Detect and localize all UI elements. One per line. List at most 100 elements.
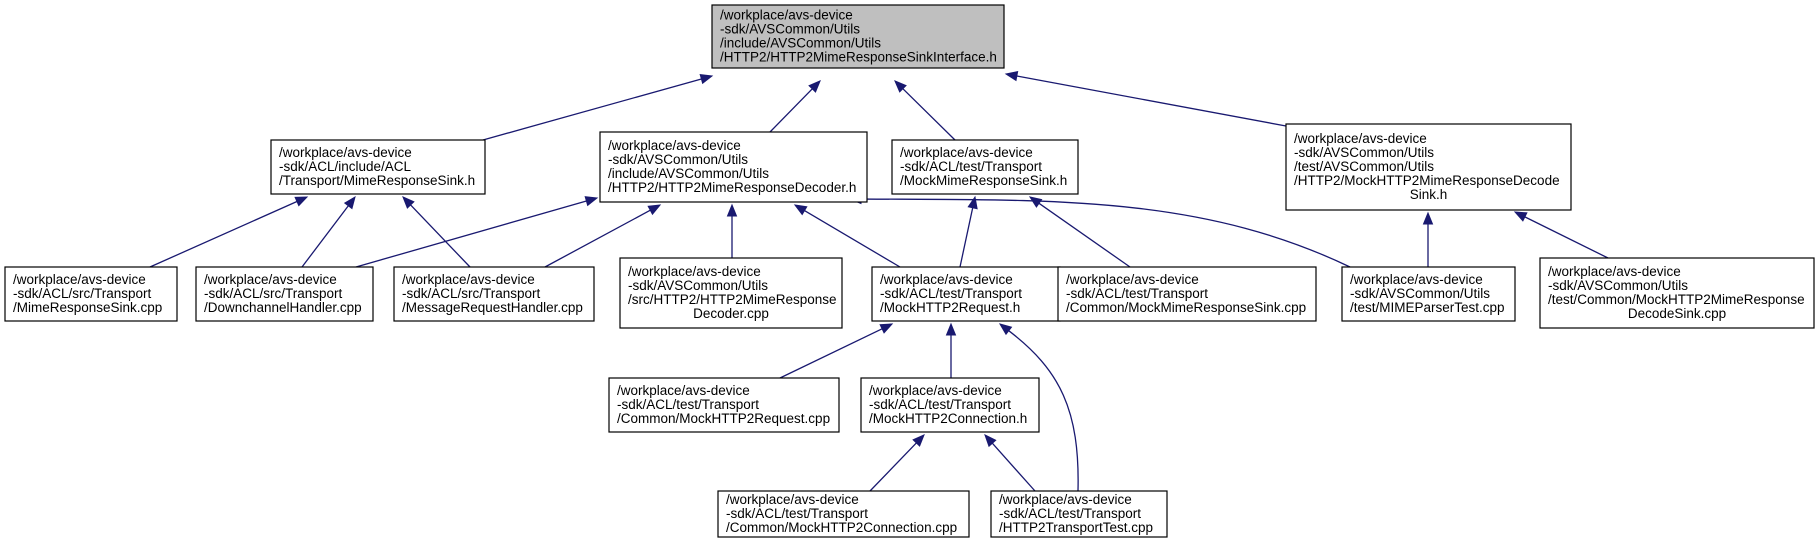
node-box <box>1539 257 1815 329</box>
edge-line <box>769 88 813 133</box>
arrowhead <box>1004 70 1019 82</box>
node-mock-req-h[interactable]: /workplace/avs-device-sdk/ACL/test/Trans… <box>871 266 1061 322</box>
arrowhead <box>402 196 415 209</box>
nodes-layer: /workplace/avs-device-sdk/AVSCommon/Util… <box>4 4 1815 538</box>
node-box <box>871 266 1061 322</box>
node-label-line: DecodeSink.cpp <box>1628 306 1726 321</box>
node-box <box>608 377 840 433</box>
node-label-line: -sdk/AVSCommon/Utils <box>1294 145 1434 160</box>
node-label-line: /test/AVSCommon/Utils <box>1294 159 1434 174</box>
node-label-line: /Common/MockMimeResponseSink.cpp <box>1066 300 1306 315</box>
node-label-line: -sdk/ACL/test/Transport <box>726 506 868 521</box>
node-downchannel-cpp[interactable]: /workplace/avs-device-sdk/ACL/src/Transp… <box>195 266 374 322</box>
node-mimeparser-test-cpp[interactable]: /workplace/avs-device-sdk/AVSCommon/Util… <box>1341 266 1516 322</box>
node-label-line: -sdk/ACL/test/Transport <box>617 397 759 412</box>
edge-mime-sink-h-to-root <box>482 74 714 141</box>
node-label-line: -sdk/AVSCommon/Utils <box>720 22 860 37</box>
edge-line <box>482 78 702 141</box>
edge-common-mock-conn-cpp-to-mock-conn-h <box>869 434 925 492</box>
node-common-mock-mime-cpp[interactable]: /workplace/avs-device-sdk/ACL/test/Trans… <box>1057 266 1317 322</box>
node-box <box>195 266 374 322</box>
edge-line <box>779 328 883 379</box>
node-label-line: /HTTP2/HTTP2MimeResponseSinkInterface.h <box>720 50 997 65</box>
edge-mock-conn-h-to-mock-req-h <box>945 322 957 378</box>
arrowhead <box>894 80 907 93</box>
node-label-line: /workplace/avs-device <box>720 8 853 23</box>
node-mime-sink-h[interactable]: /workplace/avs-device-sdk/ACL/include/AC… <box>270 139 486 195</box>
node-label-line: /HTTP2/HTTP2MimeResponseDecoder.h <box>608 180 856 195</box>
node-label-line: /src/HTTP2/HTTP2MimeResponse <box>628 292 837 307</box>
node-label-line: /test/Common/MockHTTP2MimeResponse <box>1548 292 1805 307</box>
node-label-line: /MockHTTP2Connection.h <box>869 411 1027 426</box>
edge-line <box>902 88 956 141</box>
edge-line <box>869 442 917 492</box>
node-label-line: /workplace/avs-device <box>608 138 741 153</box>
edge-mimeparser-test-cpp-to-decoder-h <box>848 193 1351 268</box>
node-label-line: /workplace/avs-device <box>1548 264 1681 279</box>
node-label-line: -sdk/AVSCommon/Utils <box>608 152 748 167</box>
node-box <box>860 377 1040 433</box>
edge-line <box>804 210 901 268</box>
node-common-mock-req-cpp[interactable]: /workplace/avs-device-sdk/ACL/test/Trans… <box>608 377 840 433</box>
arrowhead <box>343 195 356 210</box>
node-label-line: Sink.h <box>1410 187 1448 202</box>
edge-line <box>1008 330 1079 492</box>
arrowhead <box>945 322 957 336</box>
node-label-line: -sdk/ACL/test/Transport <box>880 286 1022 301</box>
node-label-line: -sdk/ACL/src/Transport <box>13 286 152 301</box>
arrowhead <box>912 434 925 447</box>
node-label-line: Decoder.cpp <box>693 306 769 321</box>
node-mock-conn-h[interactable]: /workplace/avs-device-sdk/ACL/test/Trans… <box>860 377 1040 433</box>
node-label-line: /workplace/avs-device <box>999 492 1132 507</box>
node-common-mock-conn-cpp[interactable]: /workplace/avs-device-sdk/ACL/test/Trans… <box>717 490 970 538</box>
edge-line <box>860 198 1351 268</box>
node-label-line: /workplace/avs-device <box>726 492 859 507</box>
edge-mime-sink-cpp-to-mime-sink-h <box>149 196 309 268</box>
node-label-line: /HTTP2/MockHTTP2MimeResponseDecode <box>1294 173 1560 188</box>
node-label-line: /workplace/avs-device <box>279 145 412 160</box>
edge-mock-decode-sink-h-to-root <box>1004 70 1287 127</box>
node-mock-decode-sink-h[interactable]: /workplace/avs-device-sdk/AVSCommon/Util… <box>1285 123 1572 211</box>
edge-mimeparser-test-cpp-to-mock-decode-sink-h <box>1422 211 1434 267</box>
edge-line <box>991 442 1036 492</box>
edge-common-mock-mime-cpp-to-mock-mime-sink-h <box>1028 196 1131 268</box>
node-label-line: /Common/MockHTTP2Request.cpp <box>617 411 830 426</box>
node-decoder-cpp[interactable]: /workplace/avs-device-sdk/AVSCommon/Util… <box>619 257 843 329</box>
arrowhead <box>647 204 662 216</box>
edge-mock-req-h-to-mock-mime-sink-h <box>959 195 978 268</box>
edge-decoder-cpp-to-decoder-h <box>726 203 738 258</box>
node-label-line: -sdk/ACL/test/Transport <box>869 397 1011 412</box>
node-label-line: -sdk/AVSCommon/Utils <box>1350 286 1490 301</box>
node-box <box>711 4 1005 69</box>
node-decoder-h[interactable]: /workplace/avs-device-sdk/AVSCommon/Util… <box>599 131 868 203</box>
node-common-mock-decode-cpp[interactable]: /workplace/avs-device-sdk/AVSCommon/Util… <box>1539 257 1815 329</box>
arrowhead <box>793 204 808 216</box>
edge-line <box>301 205 349 268</box>
node-box <box>270 139 486 195</box>
node-label-line: /workplace/avs-device <box>880 272 1013 287</box>
node-box <box>1285 123 1572 211</box>
node-mime-sink-cpp[interactable]: /workplace/avs-device-sdk/ACL/src/Transp… <box>4 266 178 322</box>
node-transport-test-cpp[interactable]: /workplace/avs-device-sdk/ACL/test/Trans… <box>990 490 1168 538</box>
node-label-line: /Transport/MimeResponseSink.h <box>279 173 475 188</box>
node-label-line: /MessageRequestHandler.cpp <box>402 300 583 315</box>
node-label-line: /MimeResponseSink.cpp <box>13 300 162 315</box>
node-box <box>393 266 595 322</box>
edge-downchannel-cpp-to-decoder-h <box>355 196 599 268</box>
node-root: /workplace/avs-device-sdk/AVSCommon/Util… <box>711 4 1005 69</box>
node-label-line: -sdk/AVSCommon/Utils <box>628 278 768 293</box>
arrowhead <box>1422 211 1434 225</box>
node-box <box>717 490 970 538</box>
node-label-line: /workplace/avs-device <box>900 145 1033 160</box>
edge-line <box>959 207 974 268</box>
node-label-line: /Common/MockHTTP2Connection.cpp <box>726 520 957 535</box>
edge-transport-test-cpp-to-mock-req-h <box>998 323 1079 492</box>
node-msgreq-cpp[interactable]: /workplace/avs-device-sdk/ACL/src/Transp… <box>393 266 595 322</box>
edge-transport-test-cpp-to-mock-conn-h <box>984 434 1036 492</box>
node-label-line: /workplace/avs-device <box>402 272 535 287</box>
node-label-line: /HTTP2TransportTest.cpp <box>999 520 1153 535</box>
node-label-line: -sdk/ACL/test/Transport <box>1066 286 1208 301</box>
edge-line <box>1016 75 1287 127</box>
node-mock-mime-sink-h[interactable]: /workplace/avs-device-sdk/ACL/test/Trans… <box>891 139 1079 195</box>
